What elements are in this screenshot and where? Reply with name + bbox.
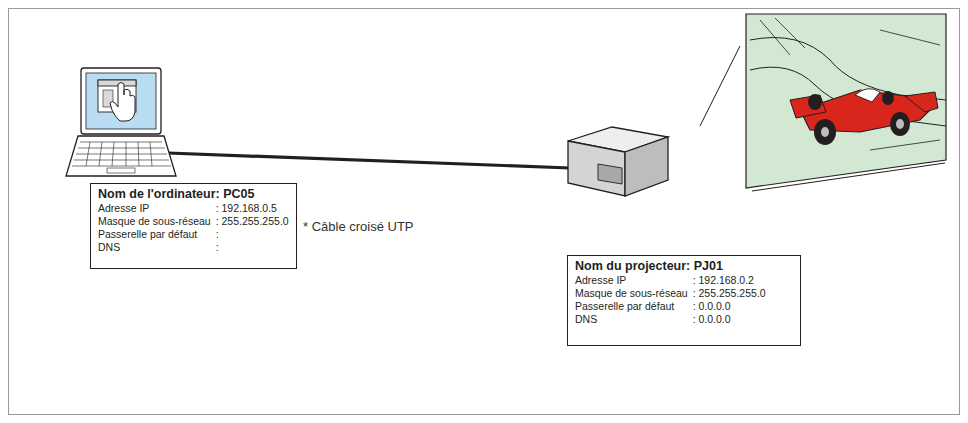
cable-label: * Câble croisé UTP — [303, 219, 414, 234]
setting-value: : — [216, 228, 289, 241]
setting-value: : 255.255.255.0 — [693, 287, 793, 300]
setting-name: Passerelle par défaut — [98, 228, 211, 241]
settings-table: Adresse IP : 192.168.0.2Masque de sous-ré… — [575, 274, 793, 326]
setting-name: Masque de sous-réseau — [575, 287, 688, 300]
projection-line — [700, 46, 740, 126]
setting-value: : 0.0.0.0 — [693, 300, 793, 313]
setting-value: : — [216, 241, 289, 254]
projected-image — [746, 14, 946, 188]
setting-name: Passerelle par défaut — [575, 300, 688, 313]
box-heading: Nom de l'ordinateur: PC05 — [98, 187, 289, 202]
box-heading: Nom du projecteur: PJ01 — [575, 259, 793, 274]
setting-value: : 0.0.0.0 — [693, 313, 793, 326]
address-box: Nom du projecteur: PJ01Adresse IP : 192.1… — [567, 255, 801, 346]
laptop-symbol — [66, 68, 176, 176]
outer-frame — [9, 9, 960, 415]
setting-value: : 192.168.0.2 — [693, 274, 793, 287]
setting-value: : 192.168.0.5 — [216, 202, 289, 215]
address-box: Nom de l'ordinateur: PC05Adresse IP : 192… — [90, 183, 297, 269]
setting-name: DNS — [575, 313, 688, 326]
setting-name: Adresse IP — [98, 202, 211, 215]
projector-symbol — [568, 127, 668, 196]
setting-value: : 255.255.255.0 — [216, 215, 289, 228]
setting-name: Masque de sous-réseau — [98, 215, 211, 228]
settings-table: Adresse IP : 192.168.0.5Masque de sous-ré… — [98, 202, 289, 254]
crossover-cable — [168, 153, 570, 168]
setting-name: DNS — [98, 241, 211, 254]
setting-name: Adresse IP — [575, 274, 688, 287]
